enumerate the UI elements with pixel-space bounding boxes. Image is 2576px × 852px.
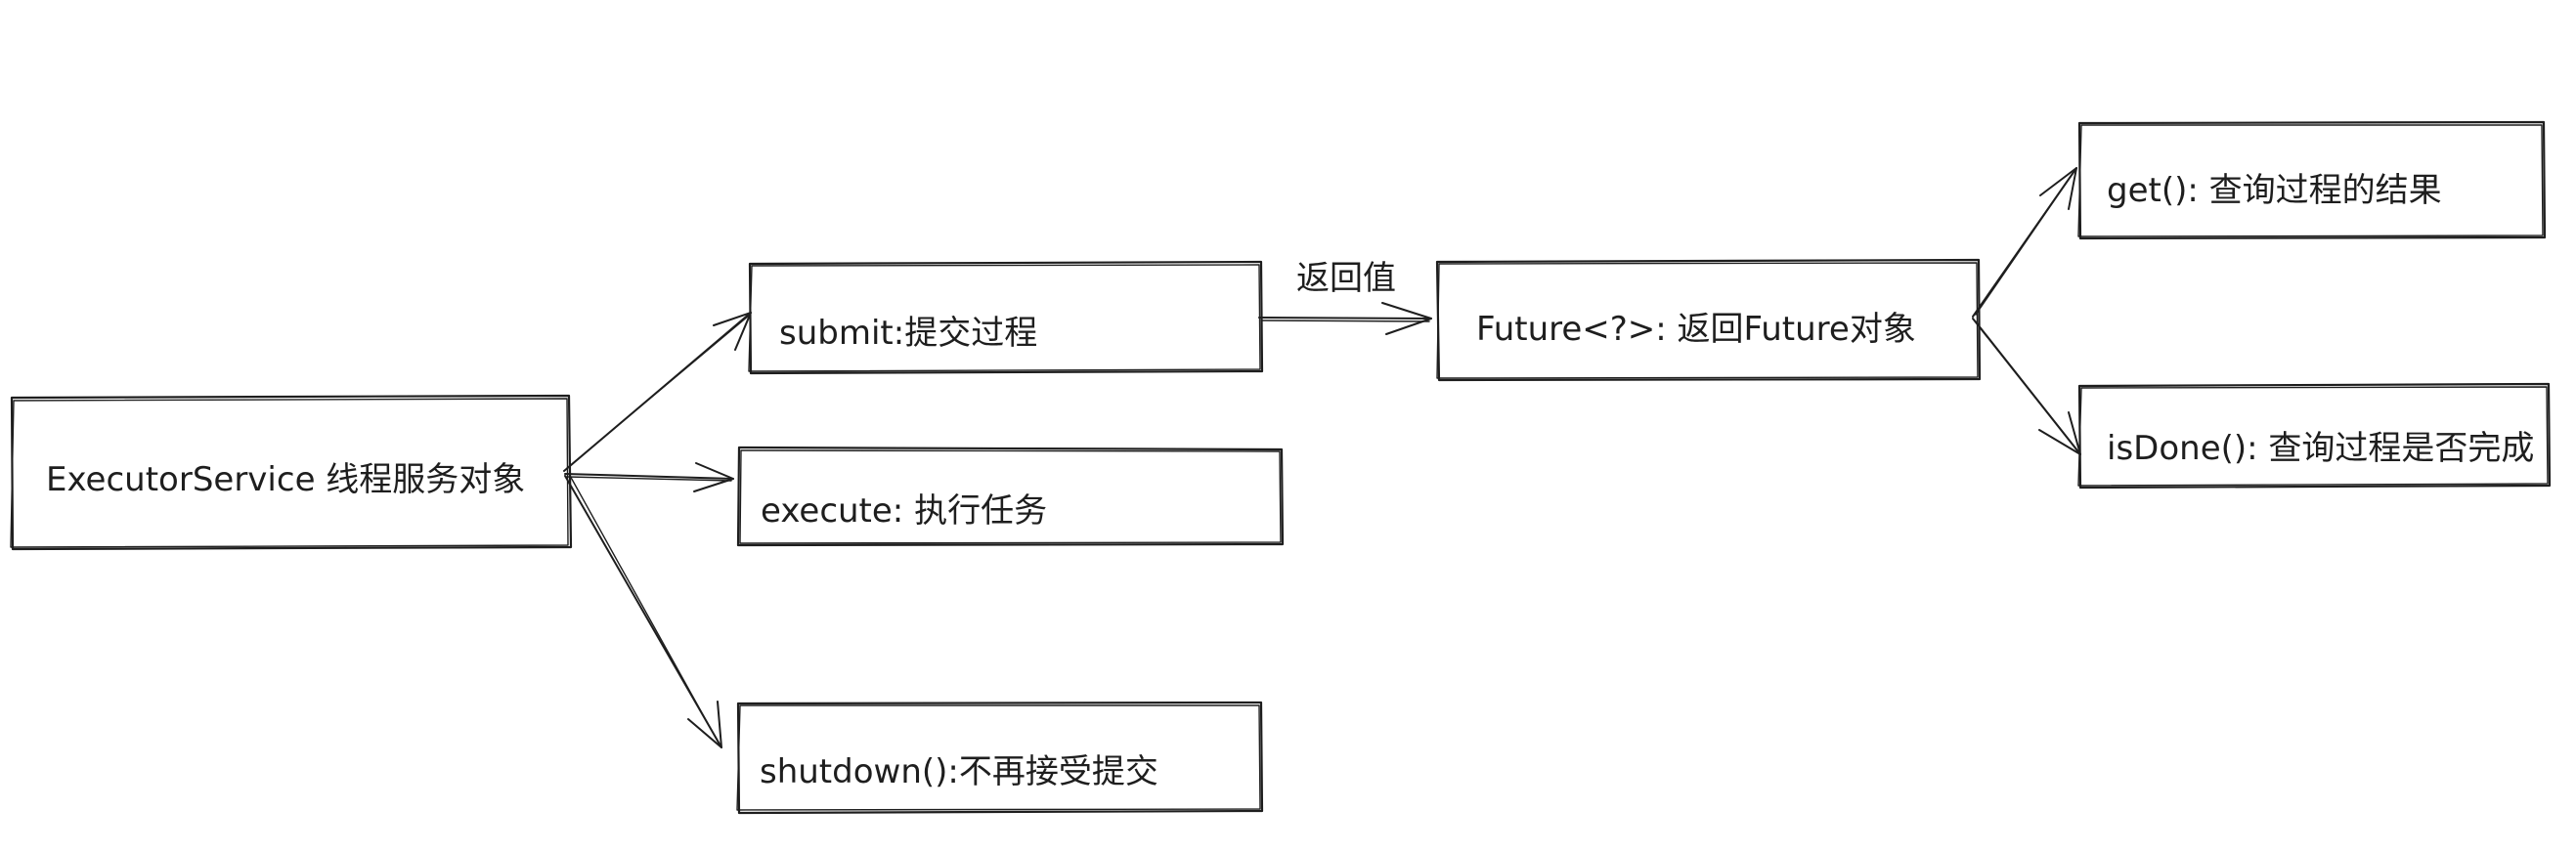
- submit-node[interactable]: submit:提交过程: [748, 260, 1264, 375]
- edge-executor-to-submit: [563, 312, 752, 472]
- edge-submit-to-future: [1258, 302, 1432, 335]
- edge-label-return-value: 返回值: [1296, 259, 1396, 298]
- edge-executor-to-execute: [564, 462, 734, 492]
- is-done-label: isDone(): 查询过程是否完成: [2107, 429, 2534, 468]
- shutdown-node[interactable]: shutdown():不再接受提交: [736, 701, 1264, 815]
- executor-service-label: ExecutorService 线程服务对象: [46, 460, 525, 499]
- executor-service-node[interactable]: ExecutorService 线程服务对象: [10, 394, 573, 551]
- get-node[interactable]: get(): 查询过程的结果: [2077, 120, 2547, 240]
- shutdown-label: shutdown():不再接受提交: [760, 752, 1158, 791]
- execute-node[interactable]: execute: 执行任务: [736, 446, 1285, 547]
- edge-future-to-is-done: [1972, 318, 2081, 455]
- execute-label: execute: 执行任务: [761, 491, 1047, 531]
- future-node[interactable]: Future<?>: 返回Future对象: [1435, 258, 1982, 382]
- edge-future-to-get: [1972, 167, 2077, 318]
- submit-label: submit:提交过程: [779, 314, 1037, 353]
- edge-executor-to-shutdown: [564, 473, 722, 748]
- get-label: get(): 查询过程的结果: [2107, 171, 2442, 210]
- is-done-node[interactable]: isDone(): 查询过程是否完成: [2077, 382, 2552, 490]
- future-label: Future<?>: 返回Future对象: [1476, 310, 1916, 349]
